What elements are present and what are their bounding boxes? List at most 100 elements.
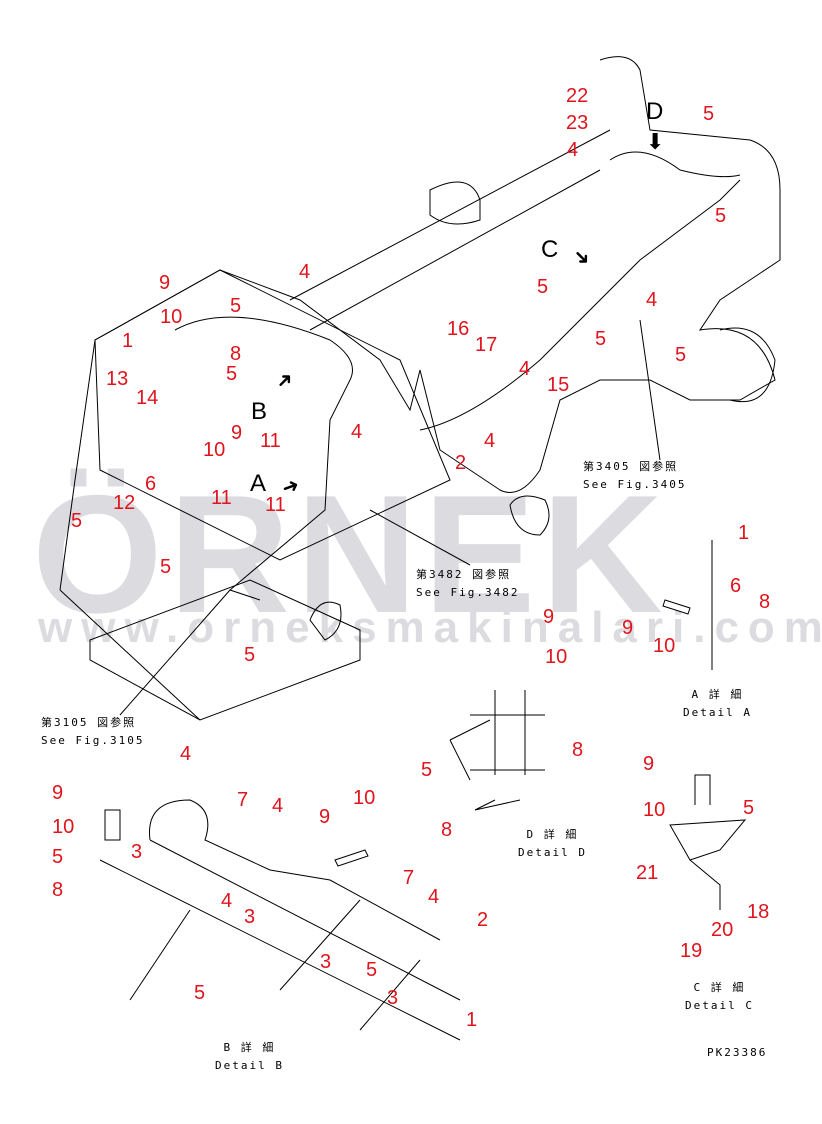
callout: 9	[543, 606, 555, 628]
callout: 11	[211, 487, 232, 509]
reference-fig3405: 第3405 図参照 See Fig.3405	[583, 458, 686, 493]
callout: 10	[653, 635, 676, 657]
reference-jp: 第3482 図参照	[416, 568, 512, 581]
arrow-down-icon: ⬇	[646, 130, 665, 155]
callout: 5	[71, 510, 83, 532]
detail-b-tube-2	[149, 839, 461, 1001]
detail-c-caption: C 詳 細 Detail C	[685, 979, 754, 1014]
callout: 5	[595, 328, 607, 350]
wheel	[719, 327, 776, 403]
callout: 16	[447, 318, 470, 340]
callout: 4	[180, 743, 192, 765]
detail-b-bracket	[129, 899, 421, 1031]
watermark-url: www.orneksmakinalari.com.tr	[38, 603, 822, 652]
reference-jp: 第3405 図参照	[583, 460, 679, 473]
callout: 19	[680, 940, 703, 962]
callout: 4	[484, 430, 496, 452]
caption-jp: C 詳 細	[693, 981, 746, 994]
callout: 2	[455, 452, 467, 474]
callout: 4	[567, 139, 579, 161]
callout: 10	[643, 799, 666, 821]
reference-en: See Fig.3482	[416, 585, 520, 599]
view-letter-d: D	[646, 98, 664, 125]
callout: 7	[403, 867, 415, 889]
reference-jp: 第3105 図参照	[41, 716, 137, 729]
leader-3405	[639, 319, 661, 461]
callout: 5	[715, 205, 727, 227]
callout: 8	[572, 739, 584, 761]
callout: 4	[272, 795, 284, 817]
callout: 10	[545, 646, 568, 668]
callout: 7	[237, 789, 249, 811]
callout: 6	[145, 473, 157, 495]
watermark-brand: ÖRNEK	[32, 460, 669, 648]
callout: 10	[160, 306, 183, 328]
callout: 20	[711, 919, 734, 941]
caption-jp: A 詳 細	[691, 688, 744, 701]
callout: 4	[428, 886, 440, 908]
callout: 5	[537, 276, 549, 298]
callout: 5	[230, 295, 242, 317]
callout: 9	[319, 806, 331, 828]
caption-en: Detail D	[518, 845, 587, 859]
reference-en: See Fig.3105	[41, 733, 145, 747]
callout: 3	[320, 951, 332, 973]
cab-box	[94, 269, 451, 561]
callout: 1	[122, 330, 134, 352]
callout: 1	[466, 1009, 478, 1031]
diag-line	[59, 589, 201, 721]
reference-en: See Fig.3405	[583, 477, 687, 491]
callout: 6	[730, 575, 742, 597]
detail-d-bracket	[449, 719, 521, 811]
callout: 5	[226, 363, 238, 385]
callout: 5	[743, 797, 755, 819]
callout: 9	[52, 782, 64, 804]
boom-lower-line	[309, 169, 601, 331]
callout: 21	[636, 862, 659, 884]
callout: 4	[221, 890, 233, 912]
callout: 8	[52, 879, 64, 901]
hose-main	[174, 316, 353, 601]
caption-en: Detail A	[683, 705, 752, 719]
callout: 9	[231, 422, 243, 444]
callout: 8	[230, 343, 242, 365]
callout: 4	[519, 358, 531, 380]
callout: 9	[643, 753, 655, 775]
callout: 5	[675, 344, 687, 366]
callout: 17	[475, 334, 498, 356]
callout: 10	[353, 787, 376, 809]
callout: 2	[477, 909, 489, 931]
callout: 5	[52, 846, 64, 868]
callout: 22	[566, 85, 589, 107]
callout: 14	[136, 387, 159, 409]
hose-d	[609, 151, 741, 178]
view-letter-a: A	[250, 470, 267, 497]
leader-3482	[369, 509, 471, 566]
detail-d-frame	[470, 690, 545, 775]
callout: 4	[299, 261, 311, 283]
arm-box	[429, 181, 481, 225]
callout: 10	[203, 439, 226, 461]
caption-jp: D 詳 細	[526, 828, 579, 841]
view-letter-b: B	[251, 398, 268, 425]
cylinder	[309, 601, 342, 641]
caption-en: Detail C	[685, 998, 754, 1012]
reference-fig3482: 第3482 図参照 See Fig.3482	[416, 566, 519, 601]
detail-d-caption: D 詳 細 Detail D	[518, 826, 587, 861]
detail-c-bolt	[694, 774, 711, 805]
callout: 23	[566, 112, 589, 134]
callout: 5	[194, 982, 206, 1004]
callout: 15	[547, 374, 570, 396]
callout: 4	[351, 421, 363, 443]
boom-upper-line	[289, 129, 611, 301]
callout: 12	[113, 492, 136, 514]
callout: 3	[244, 906, 256, 928]
detail-9-bolt	[104, 809, 121, 841]
callout: 11	[265, 494, 286, 516]
caption-jp: B 詳 細	[223, 1041, 276, 1054]
detail-b-tube-3	[149, 799, 441, 941]
callout: 5	[160, 556, 172, 578]
base-plate	[89, 579, 361, 721]
